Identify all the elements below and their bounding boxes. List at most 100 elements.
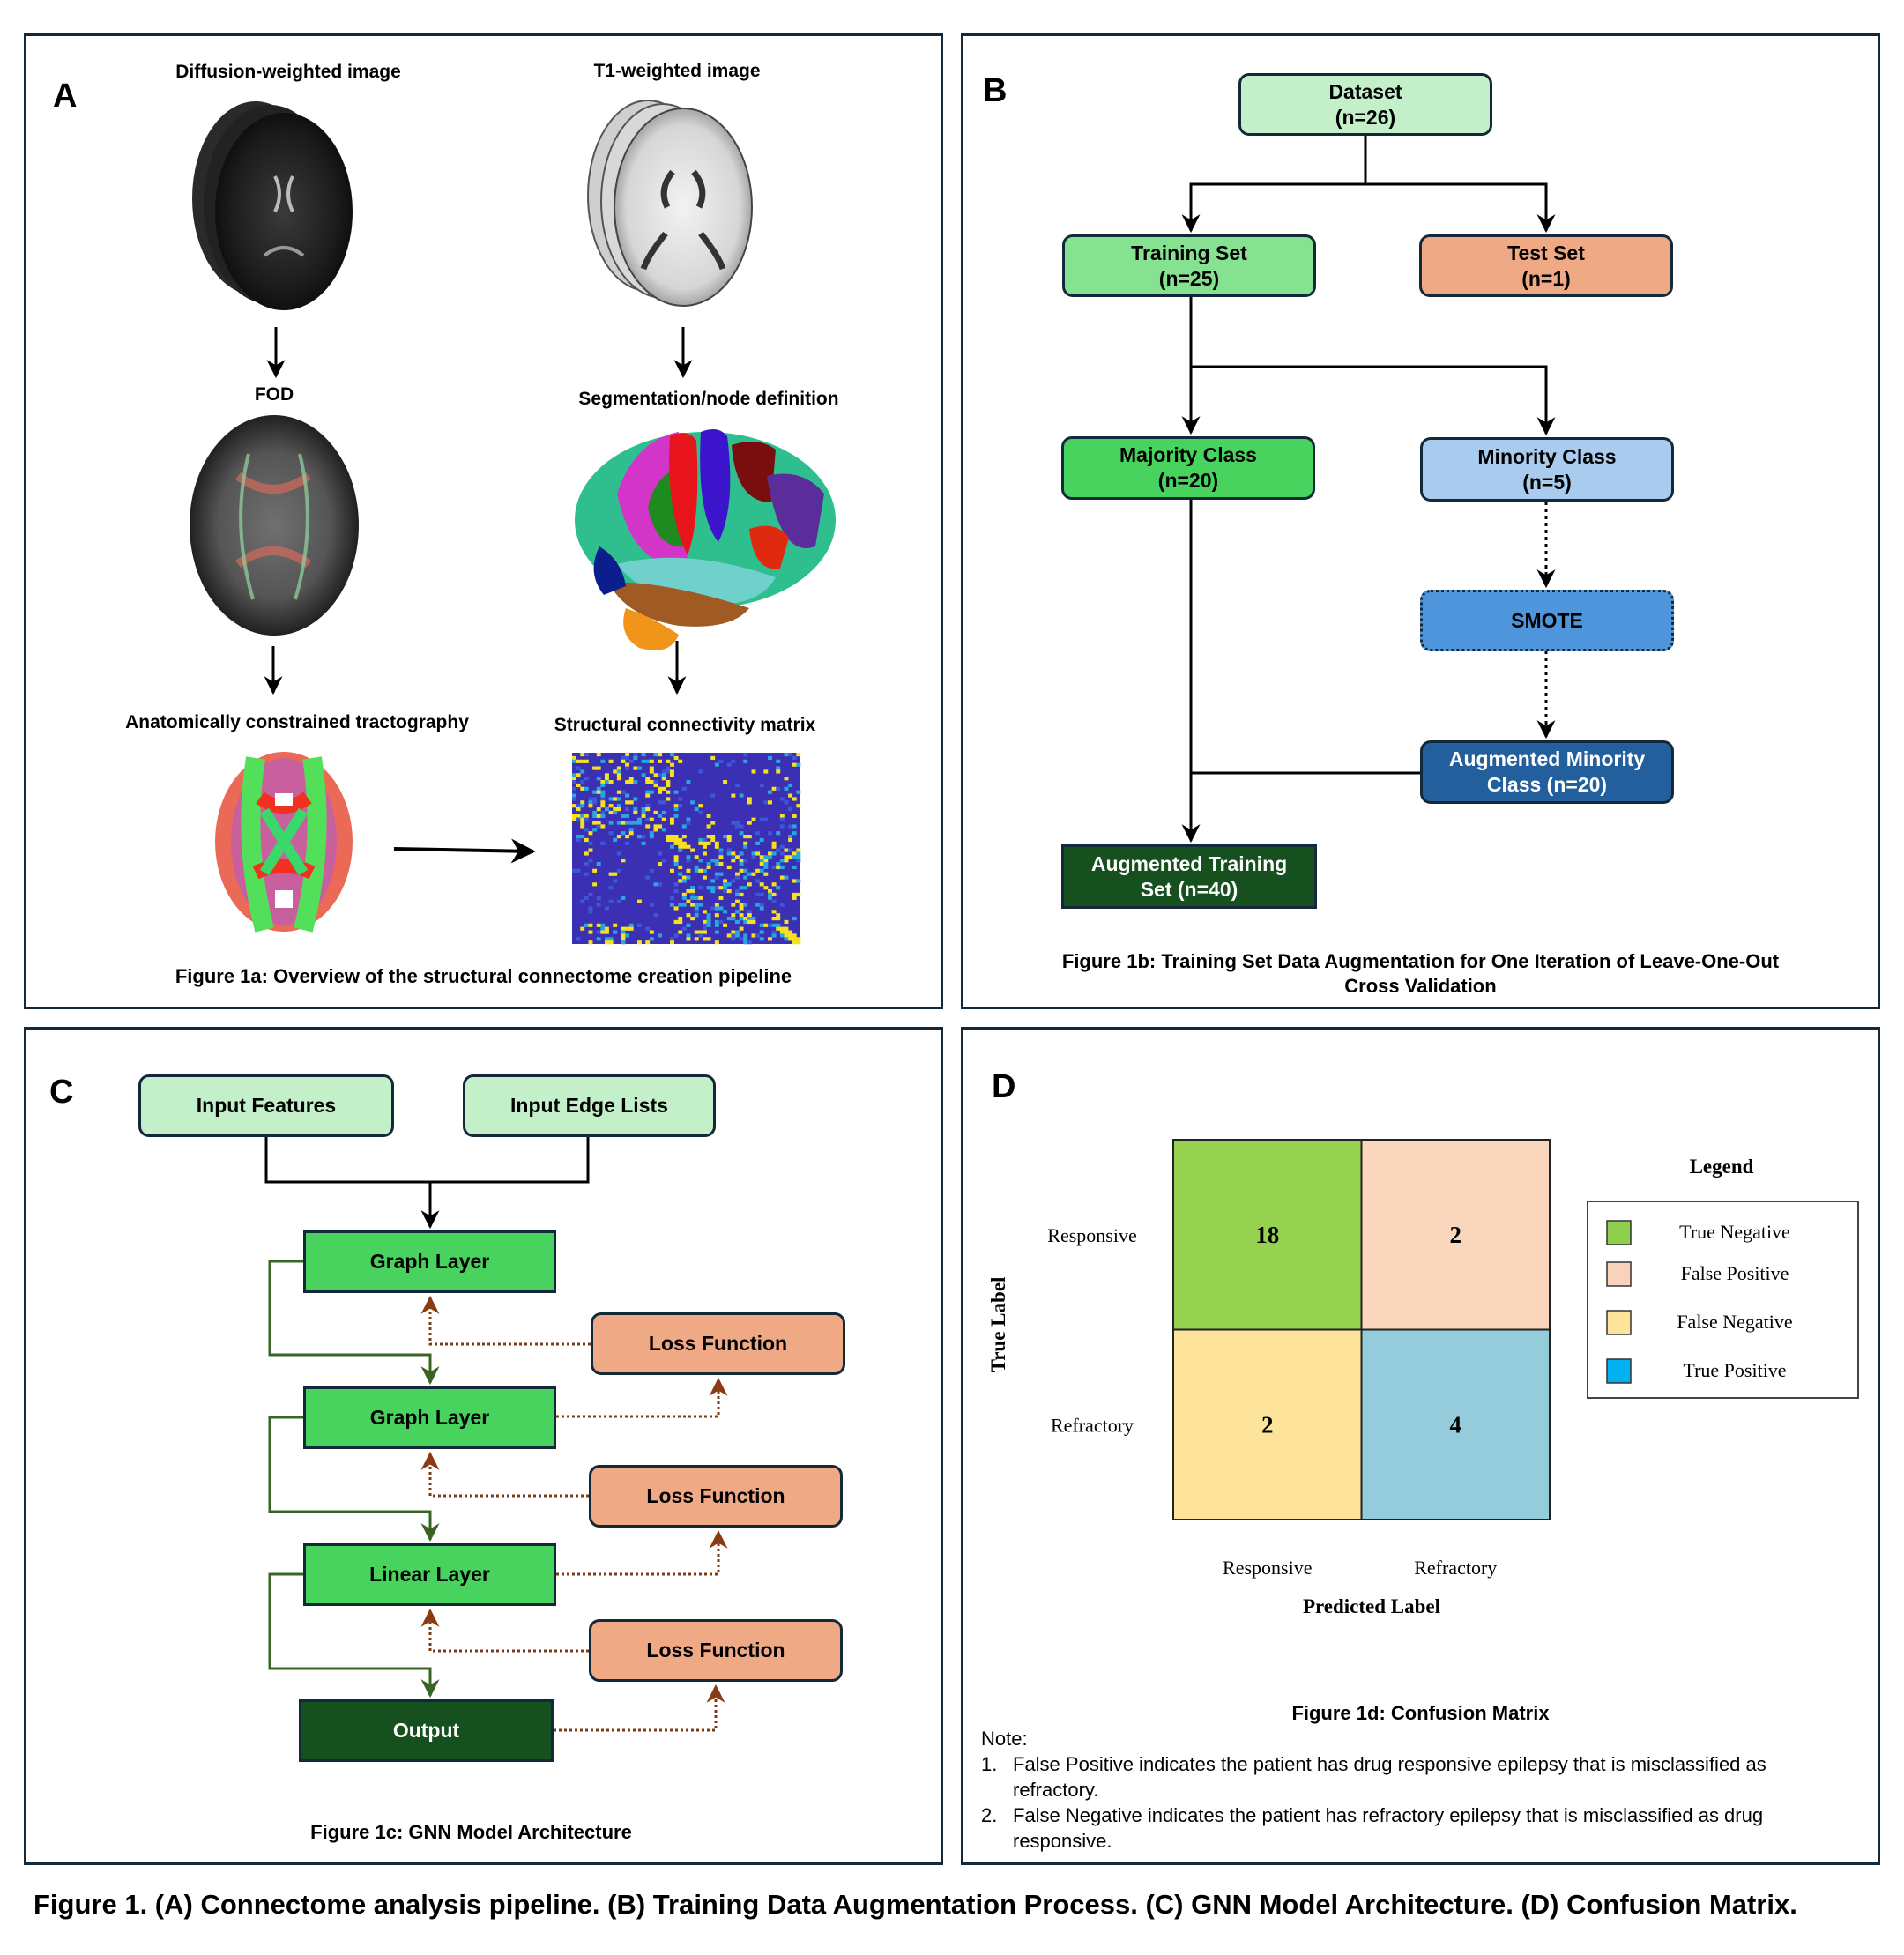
matrix-pixel [771,892,777,897]
matrix-pixel [596,777,601,781]
matrix-pixel [584,817,589,821]
node-loss-function-1: Loss Function [591,1312,845,1375]
matrix-pixel [714,903,719,907]
matrix-pixel [596,807,601,812]
matrix-pixel [706,835,711,839]
matrix-pixel [616,804,621,808]
matrix-pixel [706,841,711,845]
matrix-pixel [703,937,707,941]
matrix-pixel [628,777,634,781]
matrix-pixel [759,903,764,907]
matrix-pixel [710,755,716,761]
matrix-pixel [576,835,581,839]
matrix-pixel [694,903,699,907]
matrix-pixel [779,851,785,856]
matrix-pixel [743,940,748,945]
matrix-pixel [661,786,666,791]
matrix-pixel [771,917,777,921]
legend-label: False Negative [1677,1311,1792,1333]
matrix-pixel [779,926,785,931]
matrix-pixel [608,759,614,763]
node-minority-class: Minority Class(n=5) [1420,437,1674,502]
matrix-pixel [788,835,793,839]
matrix-pixel [768,855,772,859]
matrix-pixel [739,831,744,836]
matrix-pixel [580,835,585,839]
matrix-pixel [739,892,744,897]
matrix-pixel [743,886,748,890]
matrix-pixel [779,797,785,801]
matrix-pixel [751,933,756,938]
y-tick-label: Responsive [1047,1224,1136,1246]
matrix-pixel [576,807,581,812]
matrix-pixel [698,841,703,845]
matrix-pixel [673,790,679,794]
matrix-pixel [596,821,601,825]
matrix-pixel [690,903,695,907]
matrix-pixel [673,882,679,887]
matrix-pixel [625,814,630,818]
matrix-pixel [731,913,736,918]
matrix-pixel [735,783,740,788]
matrix-pixel [706,919,711,925]
matrix-pixel [714,919,719,925]
matrix-pixel [673,889,679,894]
matrix-pixel [641,810,646,815]
matrix-pixel [625,807,630,812]
matrix-pixel [751,919,756,925]
matrix-pixel [796,762,801,767]
legend-box [1587,1201,1859,1399]
matrix-pixel [763,886,769,890]
matrix-pixel [576,814,581,818]
matrix-pixel [718,896,724,900]
matrix-pixel [763,862,769,866]
matrix-pixel [621,814,626,818]
matrix-pixel [686,913,691,918]
matrix-pixel [605,807,609,812]
matrix-pixel [678,879,683,883]
matrix-pixel [796,855,801,859]
matrix-pixel [735,875,740,880]
matrix-pixel [628,780,634,784]
matrix-pixel [637,940,642,945]
matrix-pixel [681,875,687,880]
matrix-pixel [714,913,719,918]
matrix-pixel [661,800,666,805]
matrix-pixel [788,937,793,941]
matrix-pixel [605,926,609,931]
matrix-pixel [792,797,797,801]
matrix-pixel [771,882,777,887]
y-tick-label: Refractory [1051,1414,1134,1436]
arrow-tractography-to-matrix [393,838,536,864]
label-segmentation: Segmentation/node definition [578,389,839,409]
matrix-pixel [596,753,601,757]
matrix-pixel [600,930,606,934]
matrix-pixel [653,810,658,815]
matrix-pixel [714,844,719,849]
legend-title: Legend [1690,1156,1754,1178]
matrix-pixel [600,923,606,927]
matrix-pixel [747,835,752,839]
matrix-pixel [718,848,724,852]
matrix-pixel [588,892,593,897]
matrix-pixel [710,906,716,911]
matrix-pixel [625,755,630,761]
matrix-pixel [645,759,651,763]
matrix-pixel [658,933,663,938]
matrix-pixel [666,769,671,774]
matrix-pixel [670,896,674,900]
matrix-pixel [788,855,793,859]
matrix-pixel [592,766,598,770]
matrix-pixel [788,848,793,852]
matrix-pixel [694,913,699,918]
matrix-pixel [661,828,666,832]
matrix-pixel [666,837,671,843]
matrix-pixel [698,930,703,934]
legend-label: False Positive [1681,1262,1789,1284]
matrix-pixel [718,906,724,911]
matrix-pixel [768,889,772,894]
matrix-pixel [751,872,756,876]
matrix-pixel [784,753,789,757]
matrix-pixel [605,930,609,934]
matrix-pixel [706,824,711,829]
